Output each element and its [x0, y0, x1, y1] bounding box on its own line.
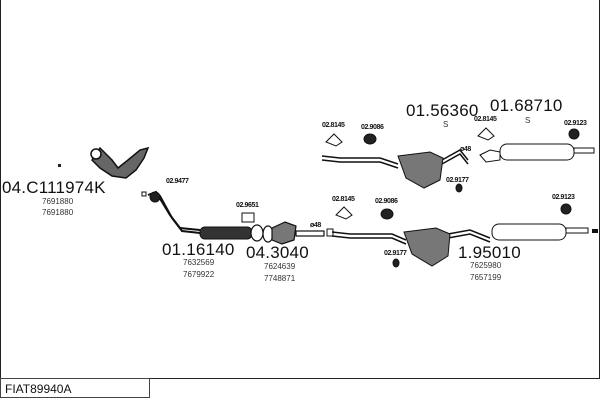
fitting-label[interactable]: 02.9477 — [166, 178, 189, 185]
mount-9086-top — [363, 133, 377, 145]
mount-9123-top — [568, 128, 580, 140]
part-suffix: S — [443, 120, 449, 129]
part-number[interactable]: 01.68710 — [490, 96, 563, 115]
fitting-label[interactable]: 02.9177 — [384, 250, 407, 257]
mount-9086-bot — [380, 208, 394, 220]
exhaust-manifold[interactable] — [90, 146, 150, 179]
upper-middle-pipe[interactable] — [321, 149, 469, 169]
mount-9177-top — [455, 183, 463, 193]
fitting-label[interactable]: 02.9651 — [236, 202, 259, 209]
mount-9477 — [149, 191, 161, 203]
part-number[interactable]: 1.95010 — [458, 243, 521, 262]
mount-9651 — [241, 212, 255, 223]
part-suffix: S — [525, 116, 531, 125]
part-number[interactable]: 01.16140 — [162, 240, 235, 259]
part-ref: 7657199 — [470, 273, 502, 282]
pipe-diameter: ø48 — [460, 146, 471, 153]
fitting-label[interactable]: 02.9123 — [564, 120, 587, 127]
part-ref: 7624639 — [264, 262, 296, 271]
mount-8145-top — [325, 133, 343, 147]
part-ref: 7679922 — [183, 270, 215, 279]
part-ref: 7632569 — [183, 258, 215, 267]
fitting-label[interactable]: 02.8145 — [474, 116, 497, 123]
upper-middle-silencer[interactable] — [397, 151, 444, 189]
pipe-clip — [141, 191, 147, 197]
lower-middle-pipe[interactable] — [331, 229, 491, 245]
lower-rear-silencer[interactable] — [491, 223, 598, 241]
part-number[interactable]: 04.C111974K — [2, 178, 106, 197]
part-number[interactable]: 04.3040 — [246, 243, 309, 262]
mount-9123-bot — [560, 203, 572, 215]
part-ref: 7691880 — [42, 197, 74, 206]
mount-8145-bot — [335, 206, 353, 220]
manifold-bolt — [58, 164, 61, 167]
fitting-label[interactable]: 02.8145 — [332, 196, 355, 203]
part-ref: 7748871 — [264, 274, 296, 283]
fitting-label[interactable]: 02.8145 — [322, 122, 345, 129]
mount-8145-top2 — [477, 127, 495, 141]
lower-middle-silencer[interactable] — [403, 227, 451, 267]
part-ref: 7691880 — [42, 208, 74, 217]
fitting-label[interactable]: 02.9177 — [446, 177, 469, 184]
fitting-label[interactable]: 02.9086 — [375, 198, 398, 205]
part-number[interactable]: 01.56360 — [406, 101, 479, 120]
upper-rear-silencer[interactable] — [479, 143, 595, 163]
pipe-diameter: ø48 — [310, 222, 321, 229]
part-ref: 7625980 — [470, 261, 502, 270]
fitting-label[interactable]: 02.9086 — [361, 124, 384, 131]
diagram-code: FIAT89940A — [0, 378, 150, 398]
fitting-label[interactable]: 02.9123 — [552, 194, 575, 201]
catalytic-converter[interactable] — [250, 221, 325, 245]
front-silencer[interactable] — [199, 226, 253, 240]
mount-9177-bot — [392, 258, 400, 268]
